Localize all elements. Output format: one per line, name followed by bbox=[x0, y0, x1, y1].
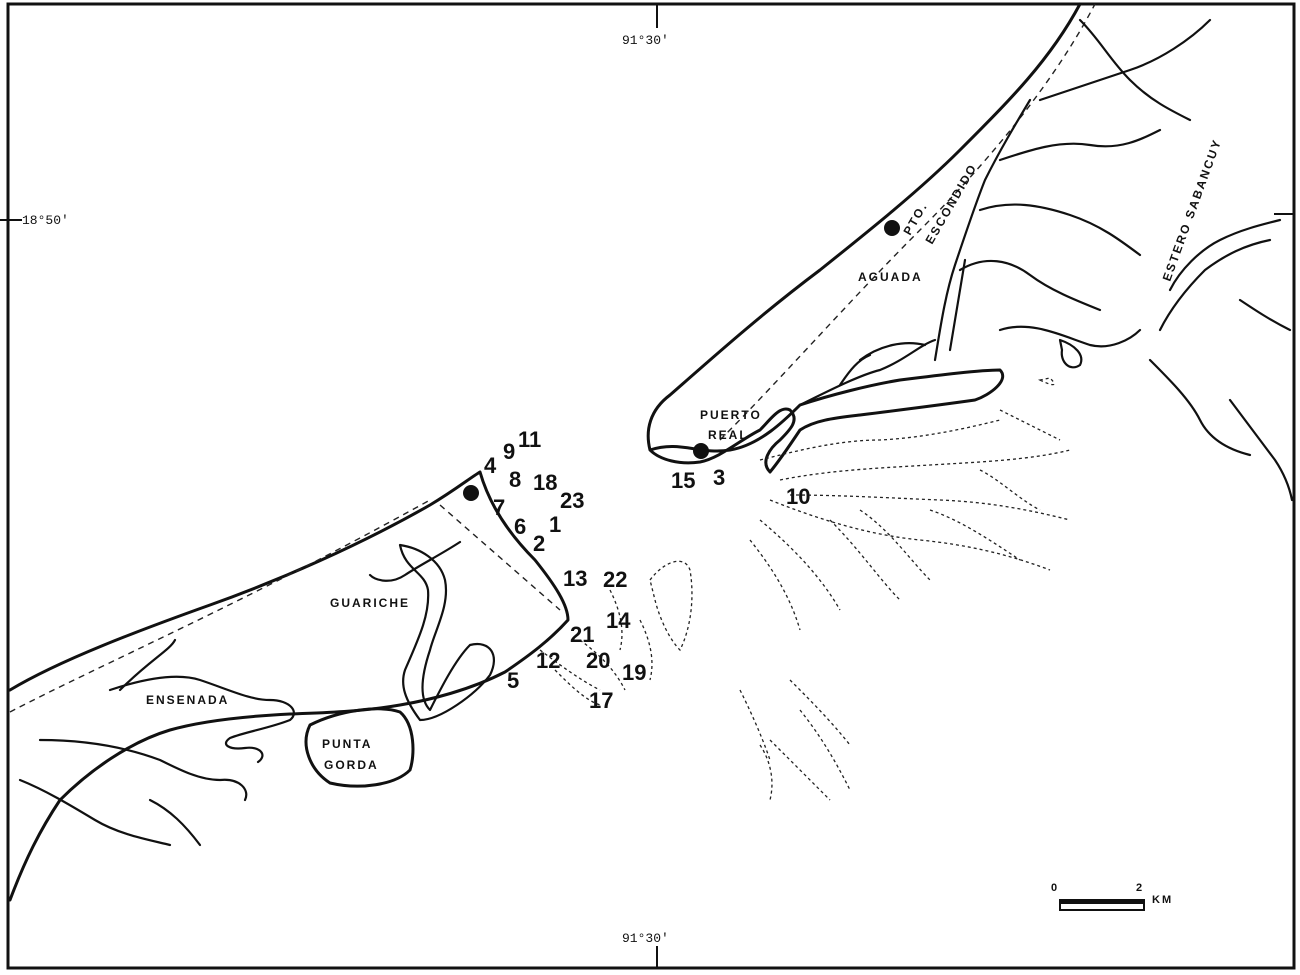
eastern-shore-channel bbox=[1148, 358, 1252, 457]
site-label: 19 bbox=[622, 660, 646, 685]
latitude-label-left: 18°50′ bbox=[22, 213, 69, 228]
tidal-delta-shoals bbox=[539, 377, 1071, 801]
site-label: 9 bbox=[503, 439, 515, 464]
ensenada-channel-3 bbox=[18, 778, 172, 847]
western-island-coastline bbox=[8, 470, 570, 902]
escondido-channel bbox=[933, 98, 1032, 362]
site-label: 12 bbox=[536, 648, 560, 673]
pto-escondido-marker bbox=[884, 220, 900, 236]
guariche-lagoon bbox=[398, 543, 496, 722]
site-label: 3 bbox=[713, 465, 725, 490]
site-label: 4 bbox=[484, 453, 497, 478]
place-puerto: PUERTO bbox=[700, 408, 762, 422]
site-label: 17 bbox=[589, 688, 613, 713]
eastern-shore-channel-3 bbox=[1238, 298, 1292, 332]
place-real: REAL bbox=[708, 428, 749, 442]
interior-channel-7 bbox=[1078, 18, 1192, 122]
site-label: 20 bbox=[586, 648, 610, 673]
site-label: 15 bbox=[671, 468, 695, 493]
ensenada-channel bbox=[108, 675, 295, 764]
ensenada-channel-5 bbox=[118, 638, 177, 692]
place-guariche: GUARICHE bbox=[330, 596, 410, 610]
interior-channel-6 bbox=[1038, 18, 1212, 102]
site-label: 5 bbox=[507, 668, 519, 693]
eastern-shore-channel-2 bbox=[1228, 398, 1294, 502]
guariche-dashed bbox=[439, 504, 561, 611]
place-gorda: GORDA bbox=[324, 758, 379, 772]
scale-start-label: 0 bbox=[1051, 882, 1059, 894]
site-label: 14 bbox=[606, 608, 631, 633]
sample-site-marker-west bbox=[463, 485, 479, 501]
interior-channel-4 bbox=[978, 203, 1142, 257]
interior-channel-9 bbox=[838, 353, 872, 387]
longitude-label-top: 91°30′ bbox=[622, 33, 669, 48]
site-label: 11 bbox=[518, 427, 541, 452]
site-label: 8 bbox=[509, 467, 521, 492]
site-label: 1 bbox=[549, 512, 561, 537]
longitude-label-bottom: 91°30′ bbox=[622, 931, 669, 946]
interior-pond bbox=[1058, 338, 1083, 369]
scale-bar: 0 2 KM bbox=[1051, 882, 1173, 911]
puerto-real-marker bbox=[693, 443, 709, 459]
interior-channel-2 bbox=[958, 259, 1102, 312]
estero-sabancuy-bank bbox=[1158, 238, 1272, 332]
interior-channel-1 bbox=[798, 338, 937, 407]
punta-gorda-island bbox=[304, 707, 415, 788]
site-label: 10 bbox=[786, 484, 810, 509]
site-label: 6 bbox=[514, 514, 526, 539]
eastern-spit-dashed bbox=[719, 3, 1096, 441]
site-label: 2 bbox=[533, 531, 545, 556]
ensenada-channel-4 bbox=[148, 798, 202, 847]
scale-end-label: 2 bbox=[1136, 882, 1144, 894]
site-label: 13 bbox=[563, 566, 587, 591]
site-label: 22 bbox=[603, 567, 627, 592]
western-spit-dashed bbox=[9, 499, 431, 713]
eastern-island-coastline bbox=[646, 2, 1082, 474]
site-label: 21 bbox=[570, 622, 594, 647]
site-label: 18 bbox=[533, 470, 557, 495]
scale-unit-label: KM bbox=[1152, 894, 1173, 906]
site-label: 23 bbox=[560, 488, 584, 513]
place-escondido: ESCONDIDO bbox=[922, 161, 979, 247]
estero-sabancuy-channel bbox=[1168, 218, 1282, 292]
place-punta: PUNTA bbox=[322, 737, 372, 751]
map-frame bbox=[6, 2, 1296, 970]
ensenada-channel-2 bbox=[38, 738, 248, 802]
place-ensenada: ENSENADA bbox=[146, 693, 229, 707]
place-aguada: AGUADA bbox=[858, 270, 923, 284]
interior-channel-5 bbox=[998, 128, 1162, 162]
guariche-channel bbox=[368, 540, 462, 582]
interior-channel-3 bbox=[998, 325, 1142, 348]
site-label: 7 bbox=[493, 495, 505, 520]
